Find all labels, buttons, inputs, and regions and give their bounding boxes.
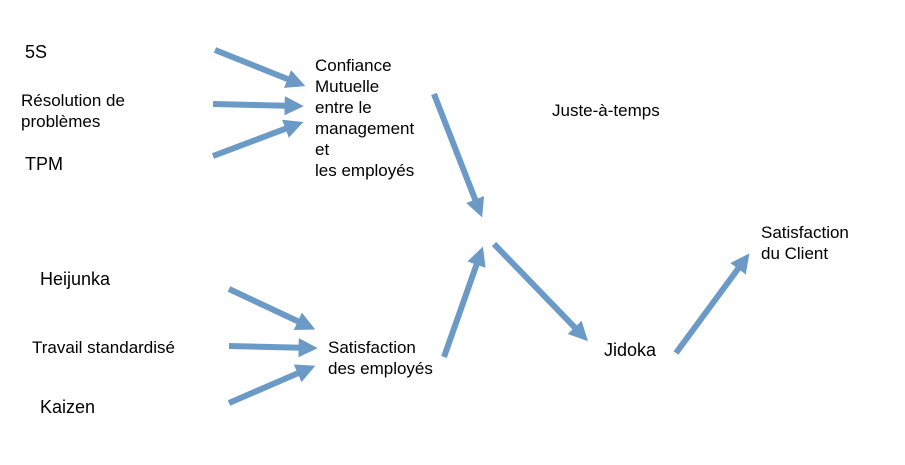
arrow-5s-to-confiance [213, 47, 306, 88]
arrow-travail-to-satisfaction [228, 338, 318, 358]
node-tpm: TPM [25, 154, 63, 174]
arrow-jidoka-to-client [673, 253, 750, 355]
arrow-heijunka-to-satisfaction [227, 286, 316, 330]
node-satisfaction-employes: Satisfaction des employés [328, 338, 433, 378]
node-jidoka: Jidoka [604, 340, 657, 360]
node-travail-standardise: Travail standardisé [32, 338, 175, 357]
arrow-center-to-jidoka [491, 241, 589, 342]
node-satisfaction-client: Satisfaction du Client [761, 223, 849, 263]
node-kaizen: Kaizen [40, 397, 96, 417]
node-5s: 5S [25, 42, 48, 62]
arrow-kaizen-to-satisfaction [227, 364, 316, 406]
node-confiance-mutuelle: Confiance Mutuelle entre le management e… [315, 56, 415, 180]
arrow-tpm-to-confiance [211, 119, 304, 159]
node-heijunka: Heijunka [40, 269, 111, 289]
arrow-satisfaction-to-center [441, 246, 486, 358]
arrow-confiance-to-center [431, 92, 485, 218]
arrow-resolution-to-confiance [212, 96, 304, 116]
node-juste-a-temps: Juste-à-temps [552, 101, 660, 120]
node-resolution-problemes: Résolution de problèmes [21, 91, 125, 131]
